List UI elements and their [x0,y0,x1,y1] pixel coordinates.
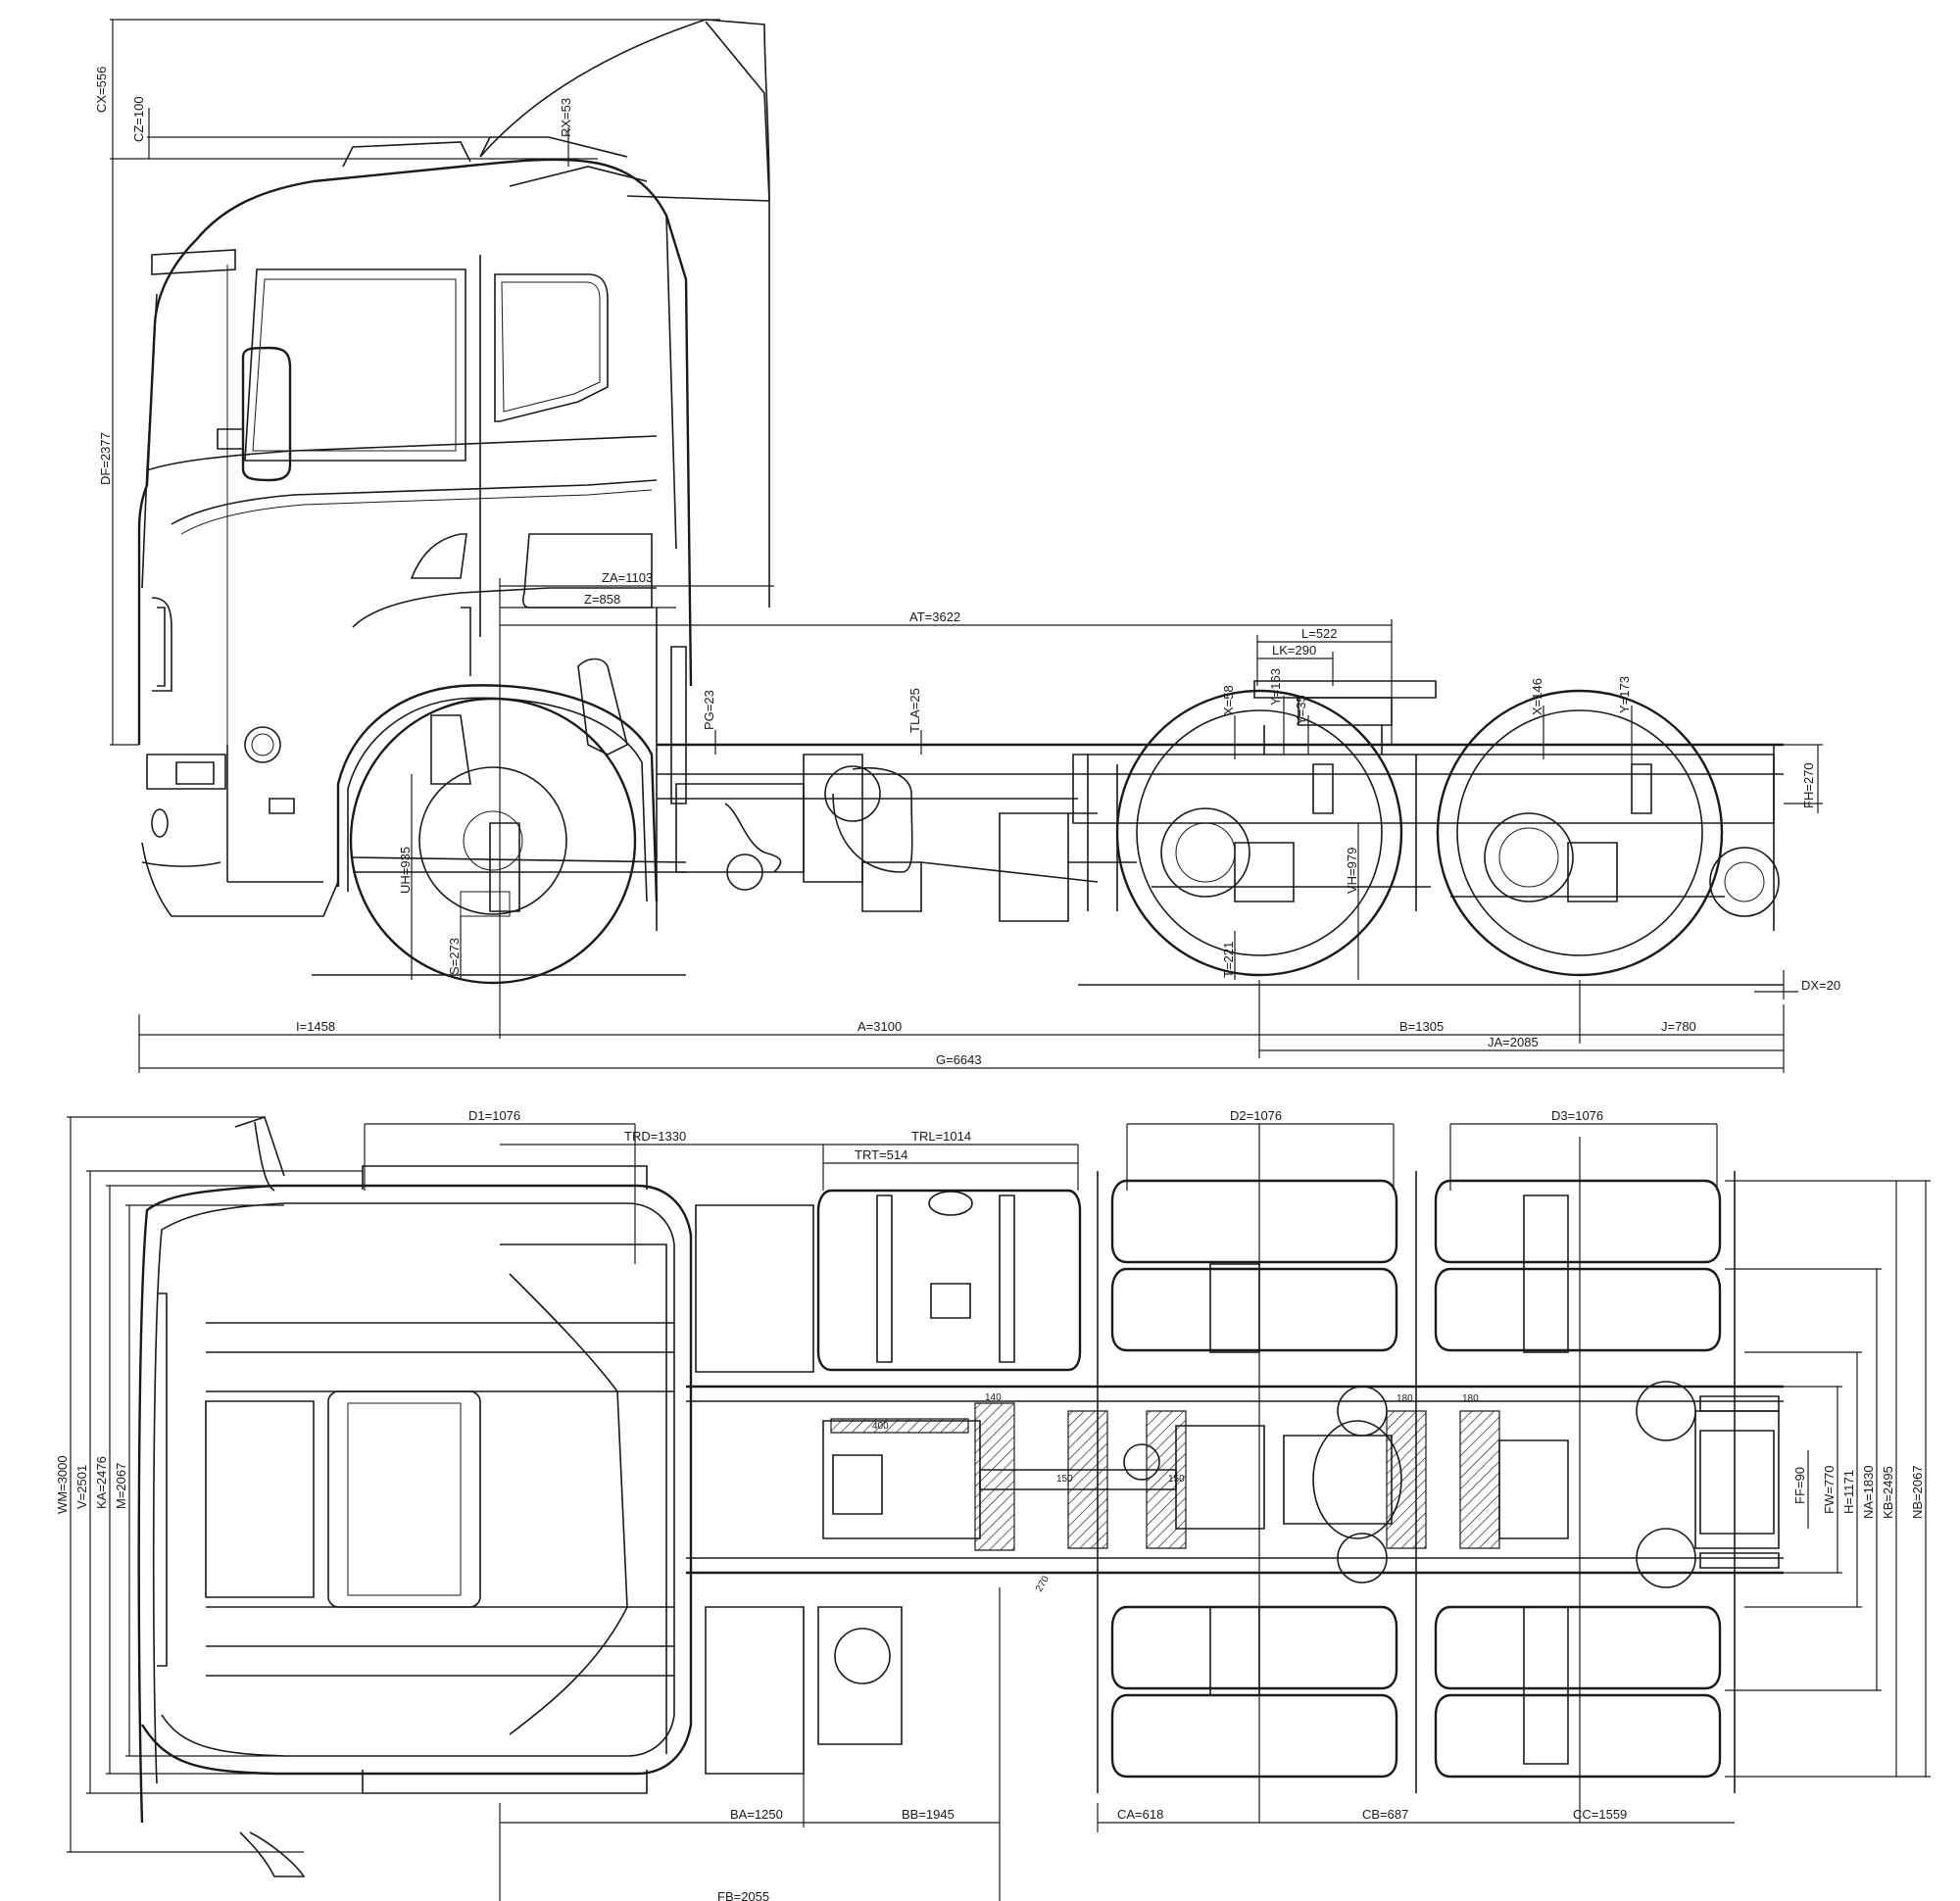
dim-s: S=273 [447,938,462,975]
dim-lk: LK=290 [1272,643,1316,658]
dim-df: DF=2377 [98,432,113,485]
dim-d2: D2=1076 [1230,1108,1282,1123]
dim-rx: RX=53 [559,98,573,137]
dim-tla: TLA=25 [907,688,922,733]
hatch-label-400: 400 [872,1421,889,1432]
dim-v: V=2501 [74,1465,89,1509]
dim-x2: X=146 [1530,678,1544,715]
hatch-label-270: 270 [1034,1574,1052,1593]
side-dimensions [110,19,1823,1073]
dim-nb: NB=2067 [1910,1465,1925,1519]
dim-cx: CX=556 [94,67,109,113]
dim-uh: UH=935 [398,847,413,894]
dim-cz: CZ=100 [131,96,146,142]
dim-wm: WM=3000 [55,1455,70,1514]
dim-cb: CB=687 [1362,1807,1408,1822]
dim-t: T=221 [1221,942,1236,978]
dim-d1: D1=1076 [468,1108,520,1123]
dim-ja: JA=2085 [1488,1035,1539,1049]
dim-ff: FF=90 [1792,1467,1807,1504]
chassis-side [657,743,1784,922]
dim-dx: DX=20 [1801,978,1840,993]
dim-y3: Y=173 [1617,676,1632,713]
dim-cc: CC=1559 [1573,1807,1627,1822]
dim-m: M=2067 [114,1463,128,1509]
dim-ca: CA=618 [1117,1807,1163,1822]
dim-d3: D3=1076 [1551,1108,1603,1123]
dim-a: A=3100 [858,1019,902,1034]
dim-g: G=6643 [936,1052,982,1067]
dim-l: L=522 [1301,626,1338,641]
chassis-top [686,1189,1784,1775]
hatch-label-140: 140 [985,1392,1002,1403]
front-wheel [336,608,687,985]
dim-y2: Y=35 [1294,695,1308,725]
side-dimension-labels: CX=556 CZ=100 RX=53 DF=2377 ZA=1103 Z=85… [94,67,1840,1067]
dim-bb: BB=1945 [902,1807,955,1822]
dim-fw: FW=770 [1822,1466,1837,1515]
cab-top-outline [137,1115,693,1877]
dim-vh: VH=979 [1345,848,1359,894]
top-dimension-labels: D1=1076 TRD=1330 TRL=1014 TRT=514 D2=107… [55,1108,1925,1901]
dim-kb: KB=2495 [1881,1466,1895,1519]
dim-trt: TRT=514 [855,1147,907,1162]
dim-za: ZA=1103 [602,570,653,585]
dim-y1: Y=163 [1268,668,1283,706]
dim-fb: FB=2055 [717,1889,769,1901]
dim-fh: FH=270 [1801,762,1816,808]
dim-z: Z=858 [584,592,620,607]
cab-side-outline [137,19,770,917]
top-view: 400 140 150 150 180 180 270 [55,1108,1931,1901]
dim-j: J=780 [1661,1019,1696,1034]
dim-ka: KA=2476 [94,1456,109,1509]
dim-pg: PG=23 [702,690,716,730]
hatch-label-150b: 150 [1168,1474,1185,1485]
dim-trd: TRD=1330 [624,1129,686,1144]
rear-tandem [1072,680,1780,977]
side-view: CX=556 CZ=100 RX=53 DF=2377 ZA=1103 Z=85… [94,19,1840,1073]
dim-b: B=1305 [1399,1019,1444,1034]
rear-tires-top [1097,1171,1736,1793]
hatch-label-180a: 180 [1396,1393,1413,1404]
dim-h: H=1171 [1841,1470,1856,1514]
hatched-crossmembers [830,1402,1500,1551]
dim-trl: TRL=1014 [911,1129,971,1144]
dim-na: NA=1830 [1861,1465,1876,1519]
hatch-label-150a: 150 [1056,1474,1073,1485]
dim-ba: BA=1250 [730,1807,783,1822]
hatch-label-180b: 180 [1462,1393,1479,1404]
dim-at: AT=3622 [909,609,960,624]
dim-x1: X=58 [1221,685,1236,715]
dim-i: I=1458 [296,1019,335,1034]
top-dimensions [67,1116,1931,1901]
